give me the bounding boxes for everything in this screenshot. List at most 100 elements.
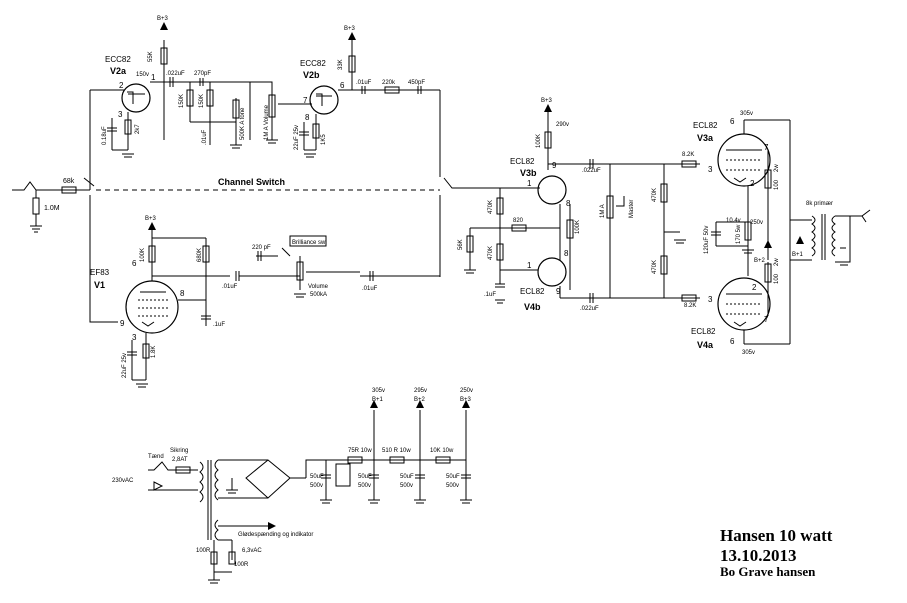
title-block: Hansen 10 watt 13.10.2013 Bo Grave hanse…: [720, 526, 832, 580]
ps-75r: 75R 10w: [348, 448, 372, 454]
v2b-tube: [309, 85, 339, 115]
c-022-v4: .022uF: [580, 306, 599, 312]
sikring-value: 2,8AT: [172, 457, 188, 463]
r-470k-a: 470K: [488, 200, 494, 214]
sikring-label: Sikring: [170, 448, 188, 454]
pin7-v3a: 7: [764, 143, 769, 152]
pin2-v4a: 2: [752, 283, 757, 292]
v305-a: 305v: [740, 111, 753, 117]
ps-b3: B+3: [460, 397, 472, 403]
r-33k: 33K: [338, 59, 344, 70]
v150: 150v: [136, 72, 149, 78]
title-line1: Hansen 10 watt: [720, 526, 833, 545]
pin7-v4a: 7: [764, 315, 769, 324]
b3-top1: B+3: [157, 16, 169, 22]
c-450p: 450pF: [408, 80, 425, 86]
pin6-v1: 6: [132, 259, 137, 268]
title-line2: 13.10.2013: [720, 545, 797, 565]
b3-v3: B+3: [541, 98, 553, 104]
v2b-type: ECC82: [300, 59, 326, 68]
v1-type: EF83: [90, 268, 110, 277]
r-2k7: 2k7: [135, 124, 141, 134]
v2b-stage: ECC82 V2b B+3 33K 7 6 8 .01uF 220k 450pF…: [294, 26, 440, 158]
r-1m-volume: 1M A Volume: [264, 104, 270, 140]
ps-250: 250v: [460, 388, 473, 394]
r-100-2w-b: 100: [774, 273, 780, 284]
pin8-v3b: 8: [566, 199, 571, 208]
master-label: Master: [629, 200, 635, 218]
pin2-v2a: 2: [119, 81, 124, 90]
tand-label: Tænd: [148, 454, 164, 460]
ps-295: 295v: [414, 388, 427, 394]
r-500k-tone: 500K A tone: [240, 107, 246, 140]
c-022-v3: .022uF: [582, 168, 601, 174]
pin3-v2a: 3: [118, 110, 123, 119]
power-supply: Tænd Sikring 2,8AT 230vAC 50uF 500v 75R …: [112, 388, 473, 584]
ps-c3v: 500v: [400, 483, 413, 489]
v305-b: 305v: [742, 350, 755, 356]
r-100r-b: 100R: [234, 562, 249, 568]
pin6-v4a: 6: [730, 337, 735, 346]
channel-switch-label: Channel Switch: [218, 177, 285, 187]
v4a-name: V4a: [697, 340, 714, 350]
v290: 290v: [556, 122, 569, 128]
v1-tube: [125, 280, 179, 334]
c-22-25-v1: 22uF 25v: [122, 353, 128, 378]
ps-c3: 50uF: [400, 474, 414, 480]
pin9-v4b: 9: [556, 287, 561, 296]
ps-c4v: 500v: [446, 483, 459, 489]
c-120u: 120uF 50v: [704, 226, 710, 254]
ps-c4: 50uF: [446, 474, 460, 480]
c-220p: 220 pF: [252, 245, 271, 251]
b3-v1: B+3: [145, 216, 157, 222]
pin3-v3a: 3: [708, 165, 713, 174]
b3-top2: B+3: [344, 26, 356, 32]
pin1-v2a: 1: [151, 73, 156, 82]
w2b: 2w: [774, 258, 780, 266]
pin9-v3b: 9: [552, 161, 557, 170]
r-56k: 56K: [458, 239, 464, 250]
v2a-tube: [121, 83, 151, 113]
bridge-rectifier: [245, 459, 291, 499]
ps-c2v: 500v: [358, 483, 371, 489]
r-100k-v1: 100K: [140, 248, 146, 262]
c-1u-v1: .1uF: [213, 322, 225, 328]
v3b-tube: [537, 175, 567, 205]
v2a-stage: ECC82 V2a B+3 55K 150v .022uF 270pF 3 2 …: [90, 16, 250, 158]
r-100k-pi: 100K: [575, 220, 581, 234]
c-22-25: 22uF 25v: [294, 125, 300, 150]
v3a-name: V3a: [697, 133, 714, 143]
input-section: 68k 1.0M: [12, 90, 118, 323]
pin7-v2b: 7: [303, 96, 308, 105]
v1-name: V1: [94, 280, 105, 290]
v250: 250v: [750, 220, 763, 226]
mains-label: 230vAC: [112, 478, 134, 484]
r-68k-label: 68k: [63, 178, 75, 185]
r-820: 820: [513, 218, 524, 224]
c-01-v1b: .01uF: [362, 286, 378, 292]
r-170-5w: 170 5w: [736, 224, 742, 244]
volume-value: 500kA: [310, 292, 327, 298]
v2b-name: V2b: [303, 70, 320, 80]
r-1m-input-label: 1.0M: [44, 205, 60, 212]
r-680k: 680K: [197, 248, 203, 262]
r-8k2-b: 8.2K: [684, 303, 696, 309]
c-270p: 270pF: [194, 71, 211, 77]
pin6-v3a: 6: [730, 117, 735, 126]
r-8k2-a: 8.2K: [682, 152, 694, 158]
ps-510r: 510 R 10w: [382, 448, 411, 454]
tone-stack: 150K 150K .01uF 500K A tone 1M A Volume: [179, 81, 300, 149]
volume-label: Volume: [308, 284, 329, 290]
op-primary: 8k primær: [806, 201, 833, 207]
c-018: 0.18uF: [102, 126, 108, 145]
r-100r-a: 100R: [196, 548, 211, 554]
pin8-v4b: 8: [564, 249, 569, 258]
brilliance-section: 220 pF Brilliance sw Volume 500kA .01uF: [252, 235, 440, 298]
ps-10k: 10K 10w: [430, 448, 454, 454]
ps-b2: B+2: [414, 397, 426, 403]
w2a: 2w: [774, 164, 780, 172]
r-55k: 55K: [148, 51, 154, 62]
r-470k-c: 470K: [652, 188, 658, 202]
pin9-v1: 9: [120, 319, 125, 328]
r-100-2w-a: 100: [774, 179, 780, 190]
